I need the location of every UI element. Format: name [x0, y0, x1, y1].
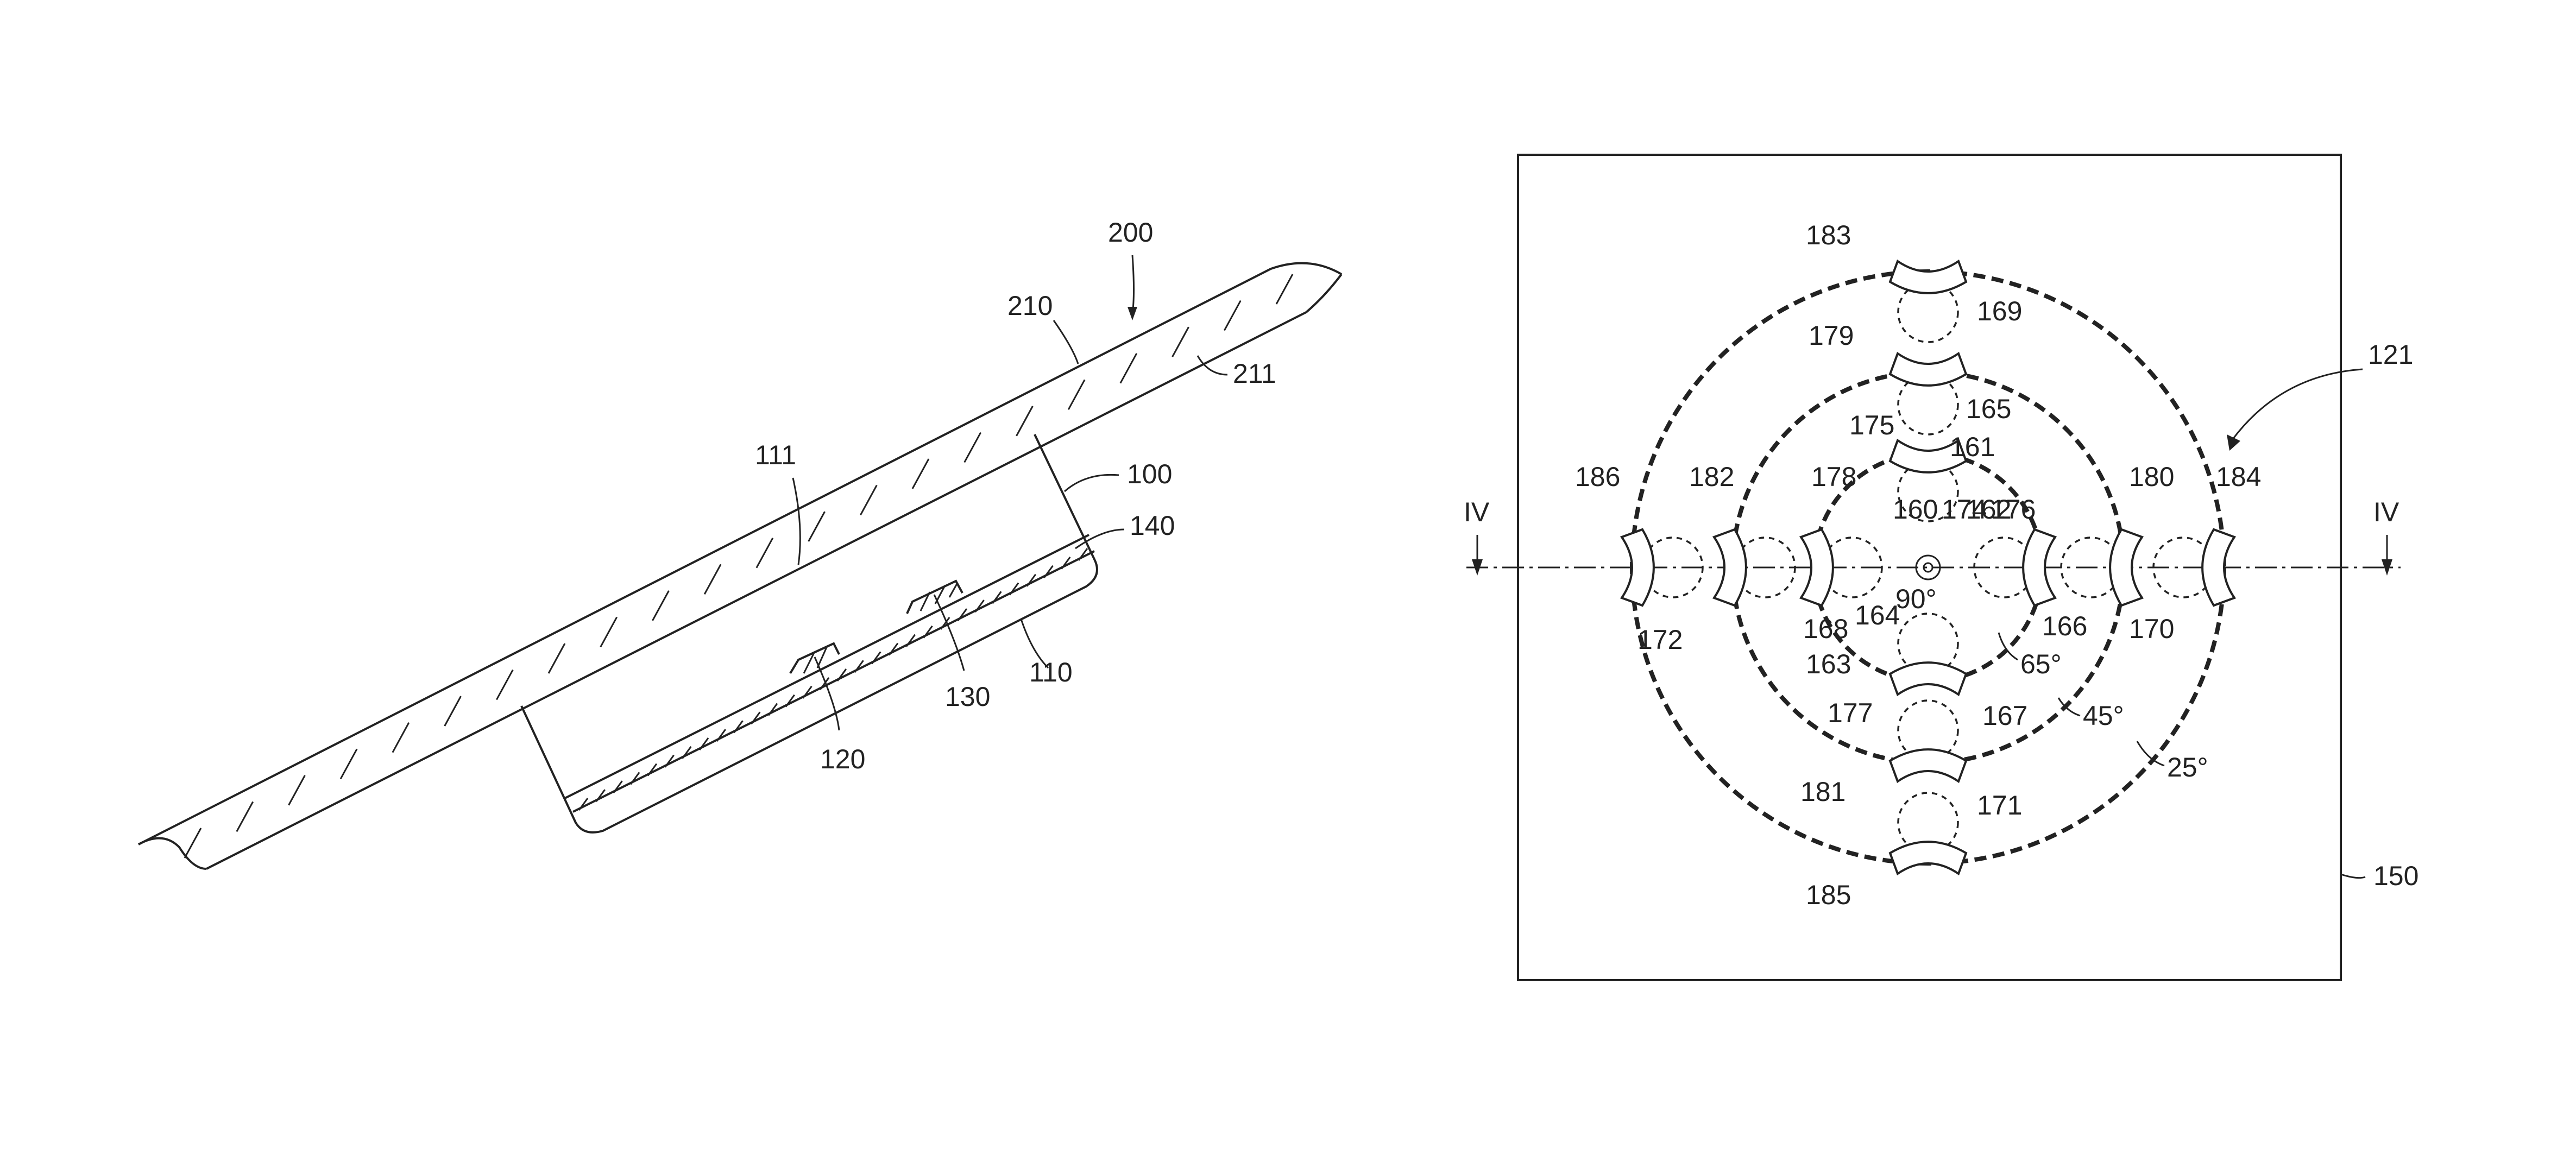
plate-hatch-line [341, 749, 357, 779]
label-200: 200 [1108, 217, 1153, 248]
leader-121 [2232, 369, 2363, 440]
plate-hatch-line [445, 696, 461, 726]
left-figure: 200 210 211 111 100 140 110 120 130 [138, 217, 1341, 869]
arc-180 [2110, 529, 2142, 605]
plate-hatch-line [1016, 406, 1032, 436]
label-161: 161 [1950, 432, 1995, 462]
plate-hatch-line [965, 432, 981, 462]
plate-hatch-line [809, 512, 825, 541]
label-140: 140 [1130, 510, 1175, 541]
label-182: 182 [1689, 462, 1734, 492]
arc-179 [1890, 354, 1966, 386]
label-170: 170 [2129, 614, 2174, 644]
label-211: 211 [1233, 358, 1276, 389]
label-167: 167 [1982, 700, 2027, 731]
label-111: 111 [755, 440, 796, 470]
label-100: 100 [1127, 459, 1172, 489]
plate-hatch-line [496, 670, 513, 700]
plate-hatch-line [860, 485, 877, 515]
label-25deg: 25° [2167, 752, 2208, 782]
leader-120 [815, 657, 839, 730]
plate-hatch-line [237, 801, 253, 831]
label-183: 183 [1806, 220, 1851, 250]
plate-hatch-line [601, 617, 617, 647]
plate-hatch-line [1068, 380, 1085, 409]
label-110: 110 [1029, 657, 1073, 687]
label-181: 181 [1800, 777, 1846, 807]
plate-hatch-line [1120, 354, 1137, 383]
plate-hatch-line [393, 723, 409, 753]
label-65deg: 65° [2020, 649, 2062, 679]
label-175: 175 [1849, 410, 1894, 440]
spot-group [1622, 261, 2234, 874]
plate-hatch-line [912, 459, 929, 489]
label-169: 169 [1977, 296, 2022, 326]
leader-111 [793, 478, 800, 565]
label-180: 180 [2129, 462, 2174, 492]
label-177: 177 [1828, 698, 1873, 728]
label-164: 164 [1855, 600, 1900, 630]
label-168: 168 [1803, 614, 1848, 644]
plate-hatch-line [704, 564, 721, 594]
windshield-plate [138, 263, 1341, 869]
plate-hatch-line [288, 775, 305, 805]
plate-hatch-line [1224, 301, 1240, 331]
arc-181 [1890, 749, 1966, 781]
label-121: 121 [2368, 339, 2413, 370]
label-160: 160 [1893, 494, 1938, 525]
label-130: 130 [945, 681, 990, 712]
section-mark-left: IV [1464, 497, 1490, 527]
label-150: 150 [2373, 861, 2418, 891]
leader-210 [1054, 320, 1078, 364]
label-176: 176 [1991, 494, 2036, 525]
label-210: 210 [1007, 291, 1053, 321]
label-171: 171 [1977, 790, 2022, 821]
arc-185 [1890, 842, 1966, 874]
plate-hatch-line [1173, 327, 1189, 357]
right-figure: IV IV 121 150 160 174 90° 65° 45° 25° 16… [1464, 155, 2418, 980]
plate-hatch-line [652, 591, 669, 621]
leader-200 [1132, 255, 1134, 315]
label-172: 172 [1637, 624, 1683, 655]
label-186: 186 [1575, 462, 1620, 492]
leader-100 [1065, 475, 1119, 491]
arc-177 [1890, 662, 1966, 695]
plate-hatch-line [1276, 274, 1293, 304]
label-179: 179 [1809, 320, 1854, 351]
label-90deg: 90° [1895, 584, 1937, 614]
leader-150 [2341, 874, 2365, 878]
plate-hatch-line [185, 828, 201, 858]
label-178: 178 [1811, 462, 1856, 492]
label-163: 163 [1806, 649, 1851, 679]
label-184: 184 [2216, 462, 2261, 492]
label-185: 185 [1806, 880, 1851, 910]
plate-hatch-line [757, 538, 773, 568]
label-166: 166 [2042, 611, 2087, 641]
section-mark-right: IV [2373, 497, 2399, 527]
label-45deg: 45° [2083, 700, 2124, 731]
plate-hatch-line [549, 643, 565, 673]
label-120: 120 [820, 744, 865, 774]
label-165: 165 [1966, 394, 2011, 424]
arc-183 [1890, 261, 1966, 293]
